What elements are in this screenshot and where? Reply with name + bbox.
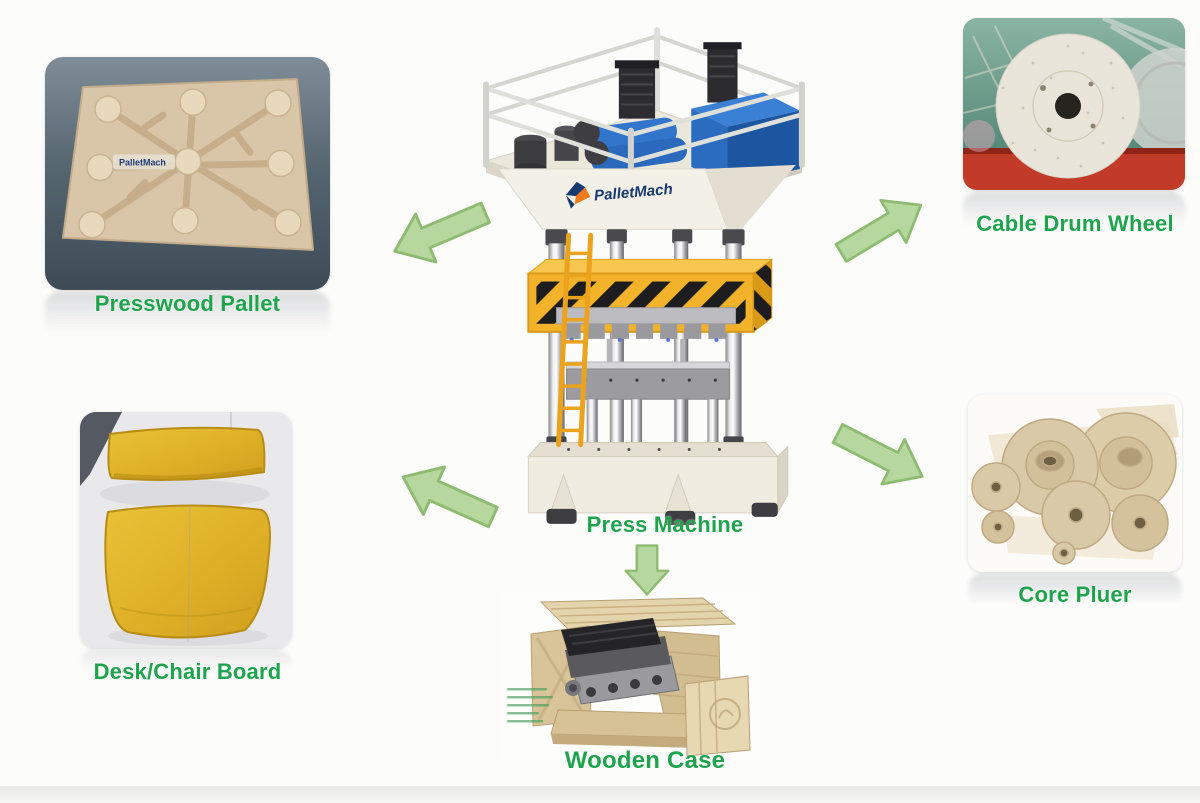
case-lid [539,597,737,631]
core-pluer-image [968,395,1182,572]
machine-head [497,164,796,230]
wooden-case-image [503,592,760,760]
chair-seat [104,504,271,639]
ladder [556,232,594,447]
railing-front [483,81,805,213]
spec-text-lines [507,688,553,723]
arrow-to-wooden-case [621,537,673,603]
machine-base [527,441,789,525]
cable-drum-wheel-image [963,18,1185,190]
arrow-to-presswood-pallet [378,181,502,282]
core-discs [971,412,1177,565]
arrow-to-core-pluer [820,404,941,506]
arrow-to-desk-chair-board [386,446,511,548]
wooden-case-photo [503,592,760,760]
desk-chair-board-image [80,412,292,648]
pallet-feet-bumps [78,88,302,239]
presswood-pallet-photo: PalletMach [45,57,330,290]
palletmach-logo: PalletMach [565,181,673,209]
case-base-pallet [550,709,700,748]
engine [561,618,680,705]
desk-chair-board-label: Desk/Chair Board [93,659,282,684]
machine-brand-text: PalletMach [593,181,673,205]
presswood-pallet-image: PalletMach [45,57,330,290]
arrow-to-cable-drum-wheel [821,176,940,282]
desk-chair-board-photo [80,412,292,648]
core-pluer-label: Core Pluer [1018,582,1132,607]
cable-drum-wheel-photo [963,18,1185,190]
case-open-door [684,675,751,757]
press-machine-illustration: PalletMach [468,22,820,525]
presswood-pallet-label: Presswood Pallet [94,291,281,316]
core-pluer-reflection [968,574,1182,610]
press-machine-label: Press Machine [586,512,744,537]
guide-rods [606,338,686,368]
pallet-watermark-text: PalletMach [119,157,166,167]
cable-drum-wheel-reflection [963,192,1185,232]
column-collars-top [545,229,745,246]
bottom-reflection-band [0,786,1200,803]
cable-drum-wheel-label: Cable Drum Wheel [976,211,1174,236]
presswood-pallet-reflection [45,292,330,340]
press-table [566,361,730,400]
core-pluer-photo [968,395,1182,572]
upper-mold [556,307,737,342]
drum-disc [995,33,1141,179]
inner-columns [586,399,719,450]
chair-backrest [107,426,266,481]
desk-chair-board-reflection [80,650,292,676]
press-machine-svg: PalletMach [483,27,805,525]
pallet-grooves [88,98,292,229]
wooden-case-label: Wooden Case [564,747,726,774]
